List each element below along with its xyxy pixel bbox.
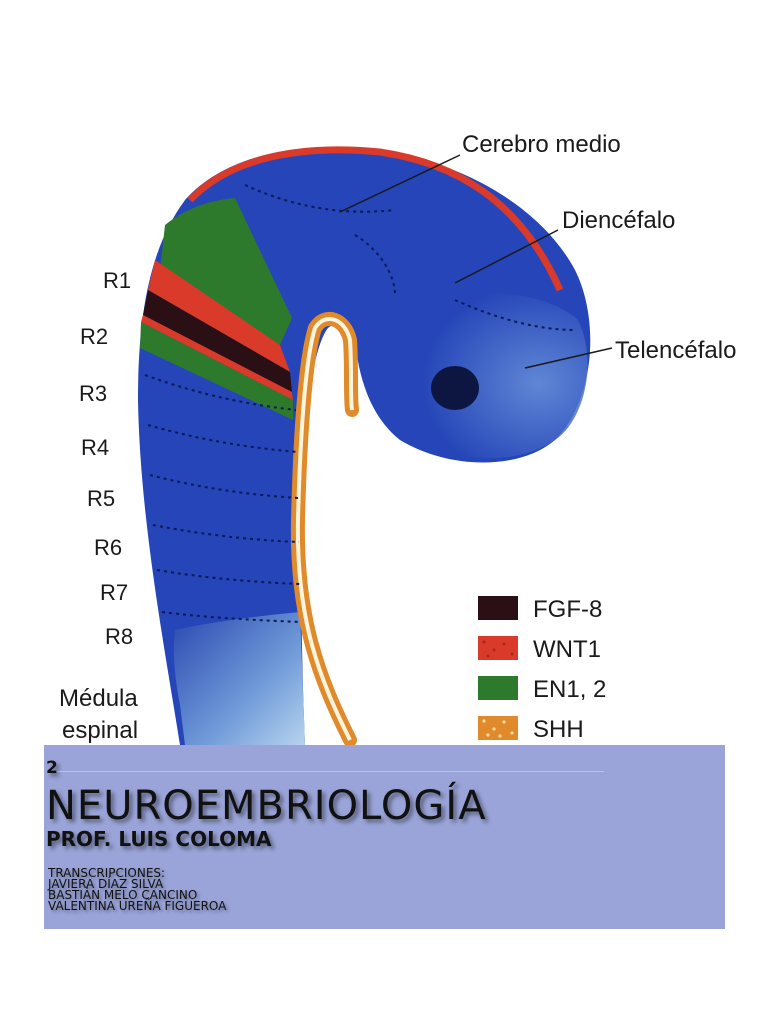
- rhombomere-label: R3: [79, 381, 107, 406]
- neural-tube-figure: Cerebro medio Diencéfalo Telencéfalo R1 …: [59, 131, 736, 745]
- legend-label-shh: SHH: [533, 716, 584, 743]
- band-fgf8: [143, 290, 292, 392]
- band-wnt1-upper: [148, 260, 290, 372]
- legend-label-fgf8: FGF-8: [533, 596, 602, 623]
- page-title: NEUROEMBRIOLOGÍA: [46, 783, 487, 829]
- rhombomere-label: R6: [94, 535, 122, 560]
- legend-swatch-en1-2: [478, 676, 518, 700]
- credit-name: JAVIERA DÍAZ SILVA: [48, 877, 164, 891]
- rhombomere-boundaries: [144, 184, 576, 623]
- legend-swatch-shh-texture: [482, 719, 514, 738]
- credit-name: BASTIÁN MELO CANCINO: [48, 888, 198, 902]
- rhombomere-label: R5: [87, 486, 115, 511]
- dorsal-wnt1-rim: [187, 146, 564, 292]
- rhombomere-label: R4: [81, 435, 109, 460]
- rhombomere-label: R8: [105, 624, 133, 649]
- professor-name: PROF. LUIS COLOMA: [46, 827, 272, 851]
- region-label-telencefalo: Telencéfalo: [615, 337, 736, 364]
- region-label-diencefalo: Diencéfalo: [562, 207, 675, 234]
- legend: FGF-8 WNT1 EN1, 2 SHH: [478, 596, 606, 743]
- region-label-cerebro-medio: Cerebro medio: [462, 131, 621, 158]
- rhombomere-label: R7: [100, 580, 128, 605]
- credits-heading: TRANSCRIPCIONES:: [48, 866, 166, 880]
- rhombomere-label: R2: [80, 324, 108, 349]
- credits-block: TRANSCRIPCIONES: JAVIERA DÍAZ SILVA BAST…: [48, 866, 227, 913]
- leader-lines: [339, 154, 613, 369]
- legend-label-wnt1: WNT1: [533, 636, 601, 663]
- credit-name: VALENTINA UREÑA FIGUEROA: [48, 899, 227, 913]
- band-en1-2-lower: [140, 322, 293, 420]
- legend-label-en1-2: EN1, 2: [533, 676, 606, 703]
- banner-divider: [56, 771, 604, 772]
- legend-swatch-fgf8: [478, 596, 518, 620]
- legend-swatch-wnt1: [478, 636, 518, 660]
- spinal-cord-label-line1: Médula: [59, 685, 138, 712]
- chapter-number: 2: [46, 758, 58, 778]
- spinal-cord-label-line2: espinal: [62, 717, 138, 744]
- optic-pit: [431, 366, 479, 410]
- telencephalon-shade: [391, 291, 588, 459]
- title-banner: 2 NEUROEMBRIOLOGÍA PROF. LUIS COLOMA TRA…: [44, 745, 725, 929]
- rhombomere-label: R1: [103, 268, 131, 293]
- spinal-lower-shade: [173, 612, 305, 745]
- band-wnt1-lower: [141, 315, 293, 400]
- legend-swatch-wnt1-texture: [482, 640, 514, 658]
- shh-floor-plate-core: [295, 316, 354, 741]
- band-en1-2-upper: [160, 198, 292, 345]
